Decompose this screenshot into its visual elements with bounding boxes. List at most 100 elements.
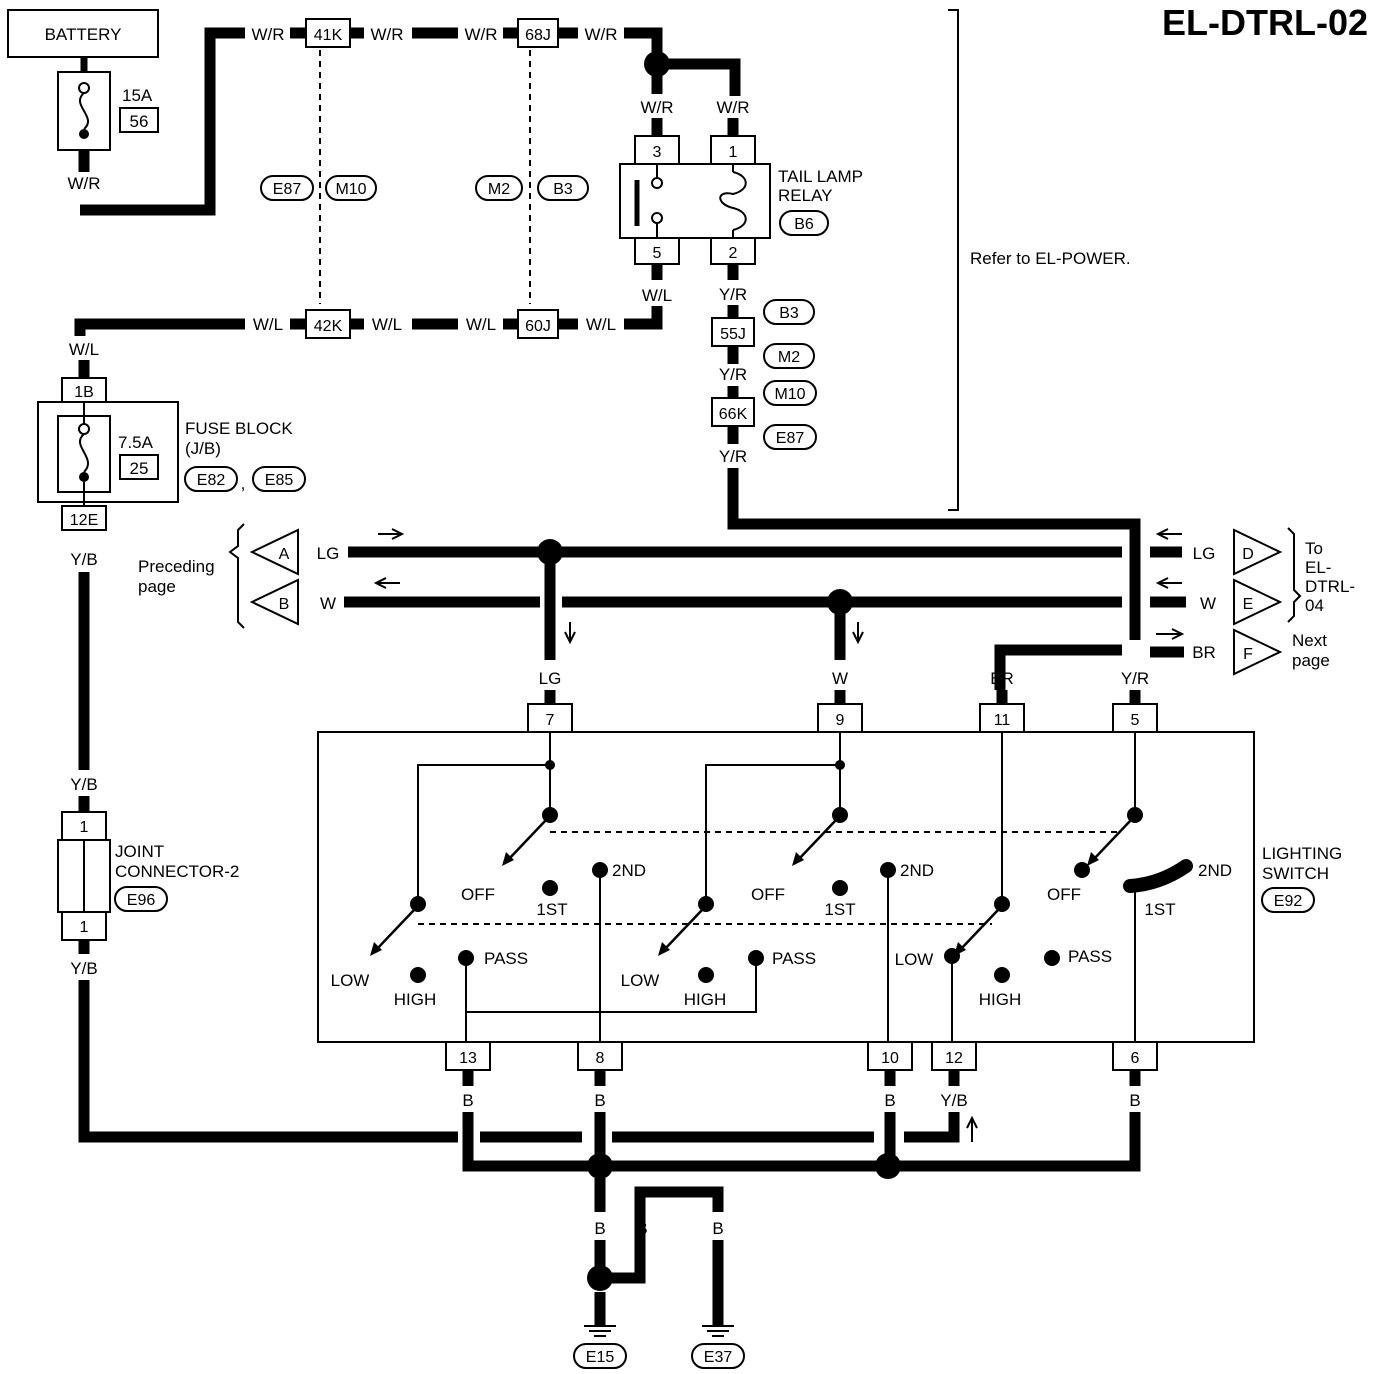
pin-label: 1: [729, 144, 738, 161]
pin-label: 12E: [70, 512, 98, 529]
connector-code-m2: [763, 343, 815, 369]
wire-label: W/R: [584, 25, 617, 44]
switch-pos-2nd: 2ND: [900, 861, 934, 880]
connector-code-m2: [475, 175, 523, 201]
lighting-switch-body: [317, 731, 1255, 1043]
connector-label: 66K: [719, 406, 748, 423]
fuse-rating: 7.5A: [118, 433, 154, 452]
wire-label: B: [884, 1091, 895, 1110]
pin-label: 12: [945, 1050, 963, 1067]
arrow-label: B: [279, 596, 290, 613]
connector-code-e82: [184, 466, 238, 492]
next-page-label: Next: [1292, 631, 1327, 650]
wire-label: Y/R: [719, 447, 747, 466]
fuse-number: 25: [130, 459, 149, 478]
connector-code-e85: [252, 466, 306, 492]
switch-pos-low: LOW: [895, 950, 934, 969]
pin-label: 10: [881, 1050, 899, 1067]
switch-section-3: [944, 732, 1060, 1042]
diagram-title: EL-DTRL-02: [1162, 2, 1368, 43]
fuse-block-label: (J/B): [185, 439, 221, 458]
connector-code-label: M2: [488, 181, 510, 198]
flow-arrow-icon: [1156, 628, 1185, 640]
pin-label: 5: [653, 245, 662, 262]
connector-code-label: E85: [265, 472, 294, 489]
wire-label: Y/B: [940, 1091, 967, 1110]
switch-pos-pass: PASS: [772, 949, 816, 968]
connector-code-m10: [763, 380, 817, 406]
flow-arrow-icon: [1155, 577, 1182, 589]
relay-label: RELAY: [778, 186, 833, 205]
switch-section-1: [370, 732, 757, 1042]
connector-label: 41K: [314, 27, 343, 44]
battery-box: [7, 9, 159, 58]
connector-code-m10: [325, 175, 377, 201]
switch-section-4: [1074, 732, 1193, 1042]
wire-br: [994, 644, 1122, 690]
fuse-15a-number: 56: [130, 112, 149, 131]
to-label: DTRL-: [1305, 577, 1355, 596]
wire-label: W/L: [586, 315, 616, 334]
connector-label: 68J: [525, 27, 551, 44]
connector-code-e87: [260, 175, 314, 201]
connector-code-label: B3: [779, 305, 799, 322]
connector-code-label: B3: [553, 181, 573, 198]
wire-yb-bottom: [78, 980, 458, 1143]
fuse-block-pin-1b: [61, 377, 107, 403]
connector-arrow-d: [1233, 528, 1283, 576]
pin-label: 1B: [74, 384, 94, 401]
switch-pos-1st: 1ST: [824, 900, 855, 919]
wire-label: LG: [539, 669, 562, 688]
switch-section-2: [658, 732, 896, 1042]
switch-pos-low: LOW: [331, 971, 370, 990]
wire-label: B: [594, 1091, 605, 1110]
switch-pos-pass: PASS: [484, 949, 528, 968]
connector-code-b3: [537, 175, 589, 201]
connector-arrow-f: [1233, 628, 1283, 676]
relay-label: TAIL LAMP: [778, 167, 863, 186]
switch-pos-off: OFF: [461, 885, 495, 904]
wire-label: Y/B: [70, 550, 97, 569]
lighting-switch-label: LIGHTING: [1262, 844, 1342, 863]
pin-label: 9: [836, 712, 845, 729]
connector-label: 60J: [525, 318, 551, 335]
connector-code-b3: [763, 299, 815, 325]
pin-label: 1: [80, 819, 89, 836]
wire-label: W: [320, 594, 336, 613]
switch-pos-off: OFF: [751, 885, 785, 904]
wire-wl-fuse-block: [74, 318, 245, 336]
connector-code-label: E96: [127, 892, 156, 909]
to-bracket: [1287, 527, 1302, 623]
connector-label: 42K: [314, 318, 343, 335]
ground-icon: [584, 1325, 616, 1337]
switch-pos-2nd: 2ND: [1198, 861, 1232, 880]
flow-arrow-icon: [852, 622, 864, 645]
wire-label: B: [712, 1219, 723, 1238]
connector-code-label: E82: [197, 472, 226, 489]
pin-label: 6: [1131, 1050, 1140, 1067]
pin-label: 1: [80, 919, 89, 936]
flow-arrow-icon: [966, 1115, 978, 1142]
wire-label: LG: [1193, 544, 1216, 563]
wire-label: Y/B: [70, 959, 97, 978]
wire-label: BR: [1192, 643, 1216, 662]
wire-ground-bus: [462, 1112, 888, 1172]
relay-coil: [719, 171, 747, 231]
wire-label: BR: [990, 669, 1014, 688]
pin-label: 8: [596, 1050, 605, 1067]
wire-label: Y/R: [1121, 669, 1149, 688]
wire-label: Y/B: [70, 775, 97, 794]
ground-icon: [702, 1325, 734, 1337]
pin-label: 3: [653, 144, 662, 161]
lighting-switch-label: SWITCH: [1262, 864, 1329, 883]
connector-arrow-b: [249, 578, 299, 626]
switch-pos-high: HIGH: [979, 990, 1022, 1009]
pin-label: 11: [994, 712, 1011, 729]
switch-pos-2nd: 2ND: [612, 861, 646, 880]
switch-pos-1st: 1ST: [1144, 900, 1175, 919]
connector-code-b6: [779, 210, 829, 236]
connector-code-label: E87: [273, 181, 302, 198]
preceding-bracket: [228, 523, 245, 629]
fuse-15a-number-box: [119, 107, 159, 133]
joint-connector-pin-bot: [61, 911, 107, 941]
